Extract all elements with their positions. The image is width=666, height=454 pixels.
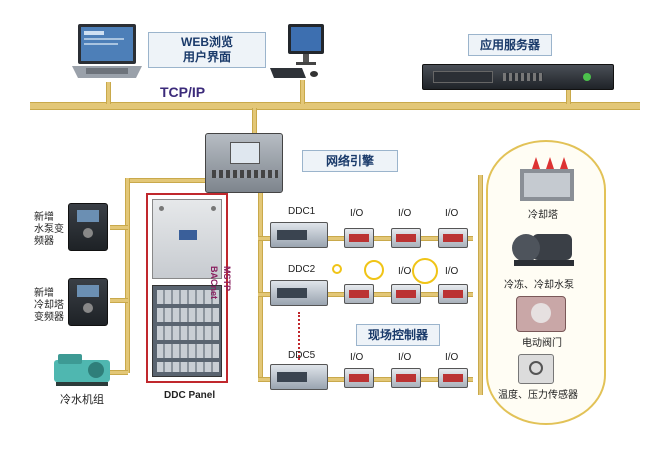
app-server-text: 应用服务器 <box>479 37 540 52</box>
ddc5-label: DDC5 <box>288 350 316 361</box>
io-module-r2c1 <box>344 284 374 304</box>
network-engine-device <box>205 133 283 193</box>
tower-vfd-icon <box>68 278 108 326</box>
io-label-r1c3: I/O <box>445 208 459 219</box>
engine-drop <box>252 108 257 136</box>
tcpip-bus <box>30 102 640 110</box>
laptop-icon <box>72 22 142 86</box>
io-label-r1c2: I/O <box>398 208 412 219</box>
yellow-ring-1 <box>332 264 342 274</box>
io-label-r2c2: I/O <box>398 266 412 277</box>
io-module-r1c1 <box>344 228 374 248</box>
vfd1-link <box>110 225 128 230</box>
yellow-ring-3 <box>412 258 438 284</box>
tcpip-label: TCP/IP <box>160 84 206 100</box>
io-label-r3c1: I/O <box>350 352 364 363</box>
bacnet-label: BACnet <box>209 266 219 299</box>
app-server-icon <box>422 64 614 90</box>
pumps-label: 冷冻、冷却水泵 <box>504 280 574 291</box>
network-engine-label: 网络引擎 <box>302 150 398 172</box>
pump-icon <box>508 226 578 272</box>
engine-left-bus <box>125 178 210 183</box>
io-label-r3c3: I/O <box>445 352 459 363</box>
cooling-tower-icon <box>512 155 582 205</box>
chiller-label: 冷水机组 <box>60 394 104 406</box>
vfd2-link <box>110 298 128 303</box>
ddc1-label: DDC1 <box>288 206 316 217</box>
io-module-r3c3 <box>438 368 468 388</box>
io-label-r3c2: I/O <box>398 352 412 363</box>
ddc-panel-interior <box>152 285 222 377</box>
network-engine-text: 网络引擎 <box>325 153 374 168</box>
ddc-panel-frame <box>146 193 228 383</box>
ddc-panel-label: DDC Panel <box>164 390 216 401</box>
mstp-label: MSTP <box>222 266 232 292</box>
io-module-r3c2 <box>391 368 421 388</box>
pump-vfd-icon <box>68 203 108 251</box>
field-bus <box>478 175 483 395</box>
server-drop <box>566 88 571 104</box>
ddc2-controller <box>270 280 328 306</box>
io-module-r1c3 <box>438 228 468 248</box>
desktop-pc-icon <box>270 22 330 82</box>
ddc2-label: DDC2 <box>288 264 316 275</box>
io-module-r3c1 <box>344 368 374 388</box>
sensor-label: 温度、压力传感器 <box>498 390 578 401</box>
web-browser-text: WEB浏览 用户界面 <box>181 35 233 64</box>
io-module-r1c2 <box>391 228 421 248</box>
cooling-tower-label: 冷却塔 <box>528 210 558 221</box>
app-server-label: 应用服务器 <box>468 34 552 56</box>
new-pump-vfd-label: 新增 水泵变 频器 <box>34 212 64 247</box>
ddc1-controller <box>270 222 328 248</box>
mstp-bus <box>258 192 263 380</box>
field-controller-text: 现场控制器 <box>367 327 428 342</box>
ddc-dotted-link <box>298 312 300 360</box>
sensor-icon <box>518 354 554 384</box>
valve-label: 电动阀门 <box>522 338 562 349</box>
valve-icon <box>516 296 566 332</box>
yellow-ring-2 <box>364 260 384 280</box>
field-controller-label: 现场控制器 <box>356 324 440 346</box>
pc1-drop <box>106 82 111 104</box>
io-label-r1c1: I/O <box>350 208 364 219</box>
io-label-r2c3: I/O <box>445 266 459 277</box>
ddc5-controller <box>270 364 328 390</box>
left-vertical-bus <box>125 178 130 373</box>
ddc-panel-door <box>152 199 222 279</box>
web-browser-label: WEB浏览 用户界面 <box>148 32 266 68</box>
pc2-drop <box>300 80 305 104</box>
chiller-link <box>110 370 128 375</box>
io-module-r2c2 <box>391 284 421 304</box>
chiller-icon <box>52 352 112 388</box>
new-tower-vfd-label: 新增 冷却塔 变频器 <box>34 288 64 323</box>
io-module-r2c3 <box>438 284 468 304</box>
